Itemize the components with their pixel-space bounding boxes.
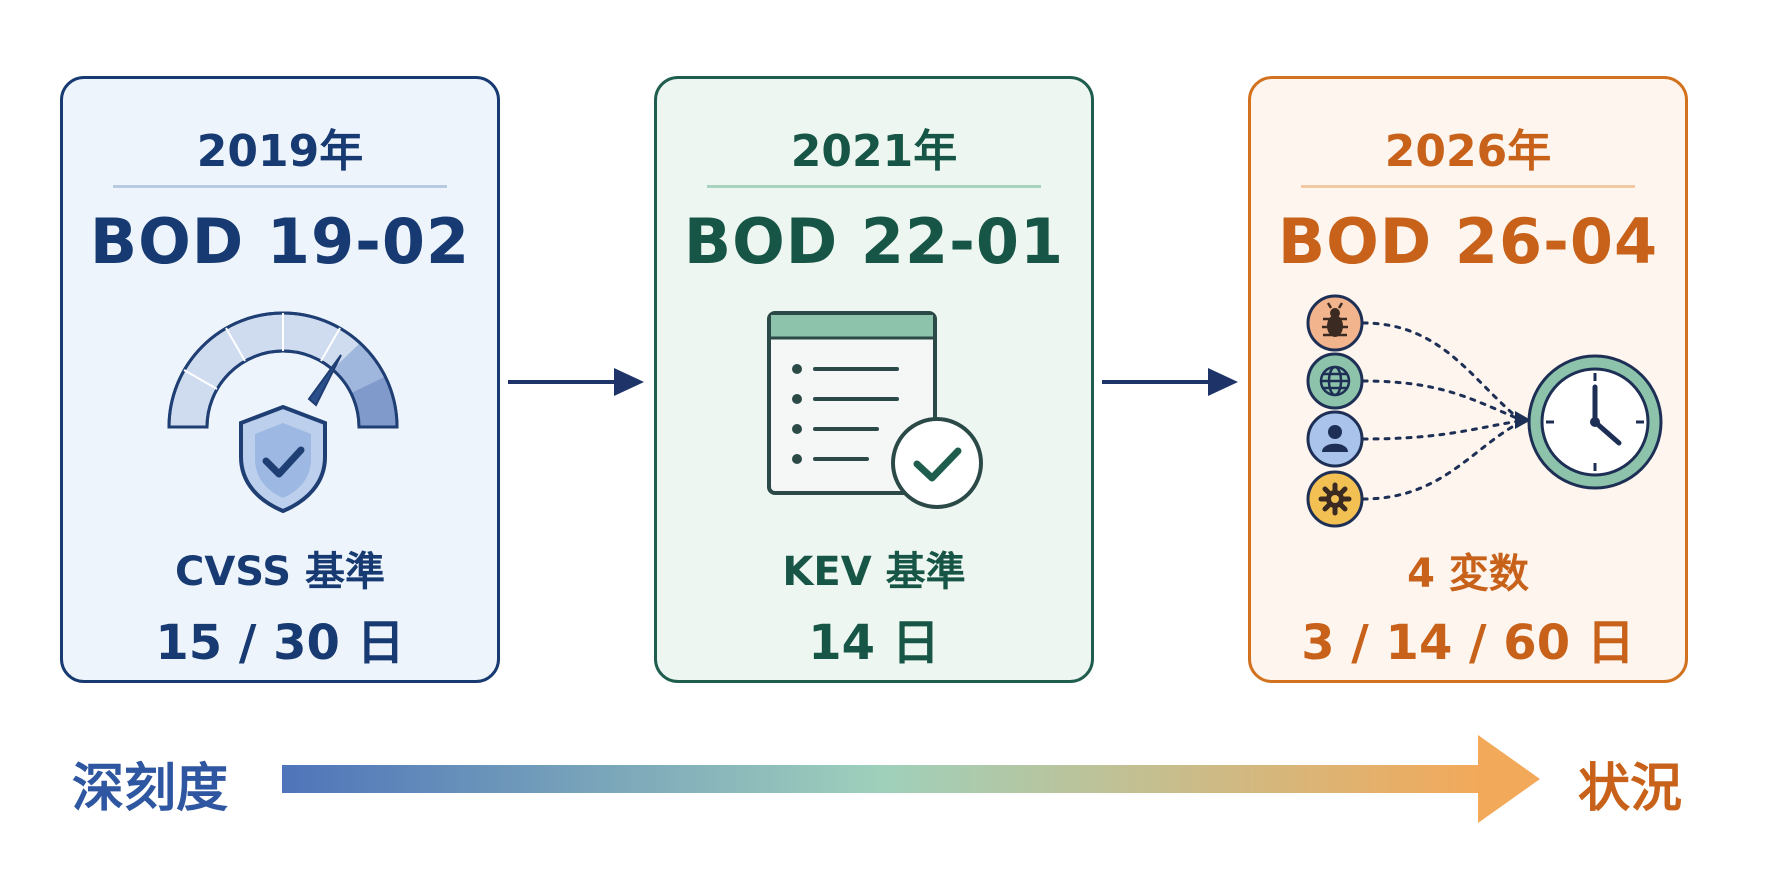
divider	[1301, 185, 1635, 188]
card-year: 2026年	[1384, 126, 1552, 177]
card-bod-26-04: 2026年 BOD 26-04	[1248, 76, 1688, 683]
card-deadline-days: 3 / 14 / 60 日	[1301, 615, 1635, 671]
card-deadline-days: 14 日	[808, 615, 940, 671]
user-icon	[1306, 410, 1364, 468]
scale-end-label: 状況	[1578, 759, 1683, 819]
card-directive-code: BOD 22-01	[683, 205, 1065, 278]
card-criterion-label: 4 変数	[1407, 551, 1529, 597]
card-year: 2019年	[196, 126, 364, 177]
gauge-icon	[167, 311, 399, 429]
card-directive-code: BOD 26-04	[1277, 205, 1659, 278]
checklist-icon	[767, 311, 937, 495]
variable-network-diagram	[1306, 294, 1663, 528]
clock-icon	[1527, 354, 1663, 490]
check-circle-icon	[891, 417, 983, 509]
card-deadline-days: 15 / 30 日	[155, 615, 405, 671]
flow-arrow	[1102, 368, 1238, 396]
bug-icon	[1306, 294, 1364, 352]
card-directive-code: BOD 19-02	[89, 205, 471, 278]
card-criterion-label: KEV 基準	[782, 549, 966, 595]
card-bod-22-01: 2021年 BOD 22-01 KEV 基準 14 日	[654, 76, 1094, 683]
severity-to-context-gradient-arrow	[282, 735, 1540, 823]
flow-arrow	[508, 368, 644, 396]
card-criterion-label: CVSS 基準	[174, 549, 386, 595]
shield-check-icon	[239, 404, 327, 514]
card-year: 2021年	[790, 126, 958, 177]
card-bod-19-02: 2019年 BOD 19-02 CVSS 基準 15 / 30 日	[60, 76, 500, 683]
scale-start-label: 深刻度	[72, 759, 229, 819]
divider	[707, 185, 1041, 188]
divider	[113, 185, 447, 188]
globe-icon	[1306, 352, 1364, 410]
gear-icon	[1306, 470, 1364, 528]
